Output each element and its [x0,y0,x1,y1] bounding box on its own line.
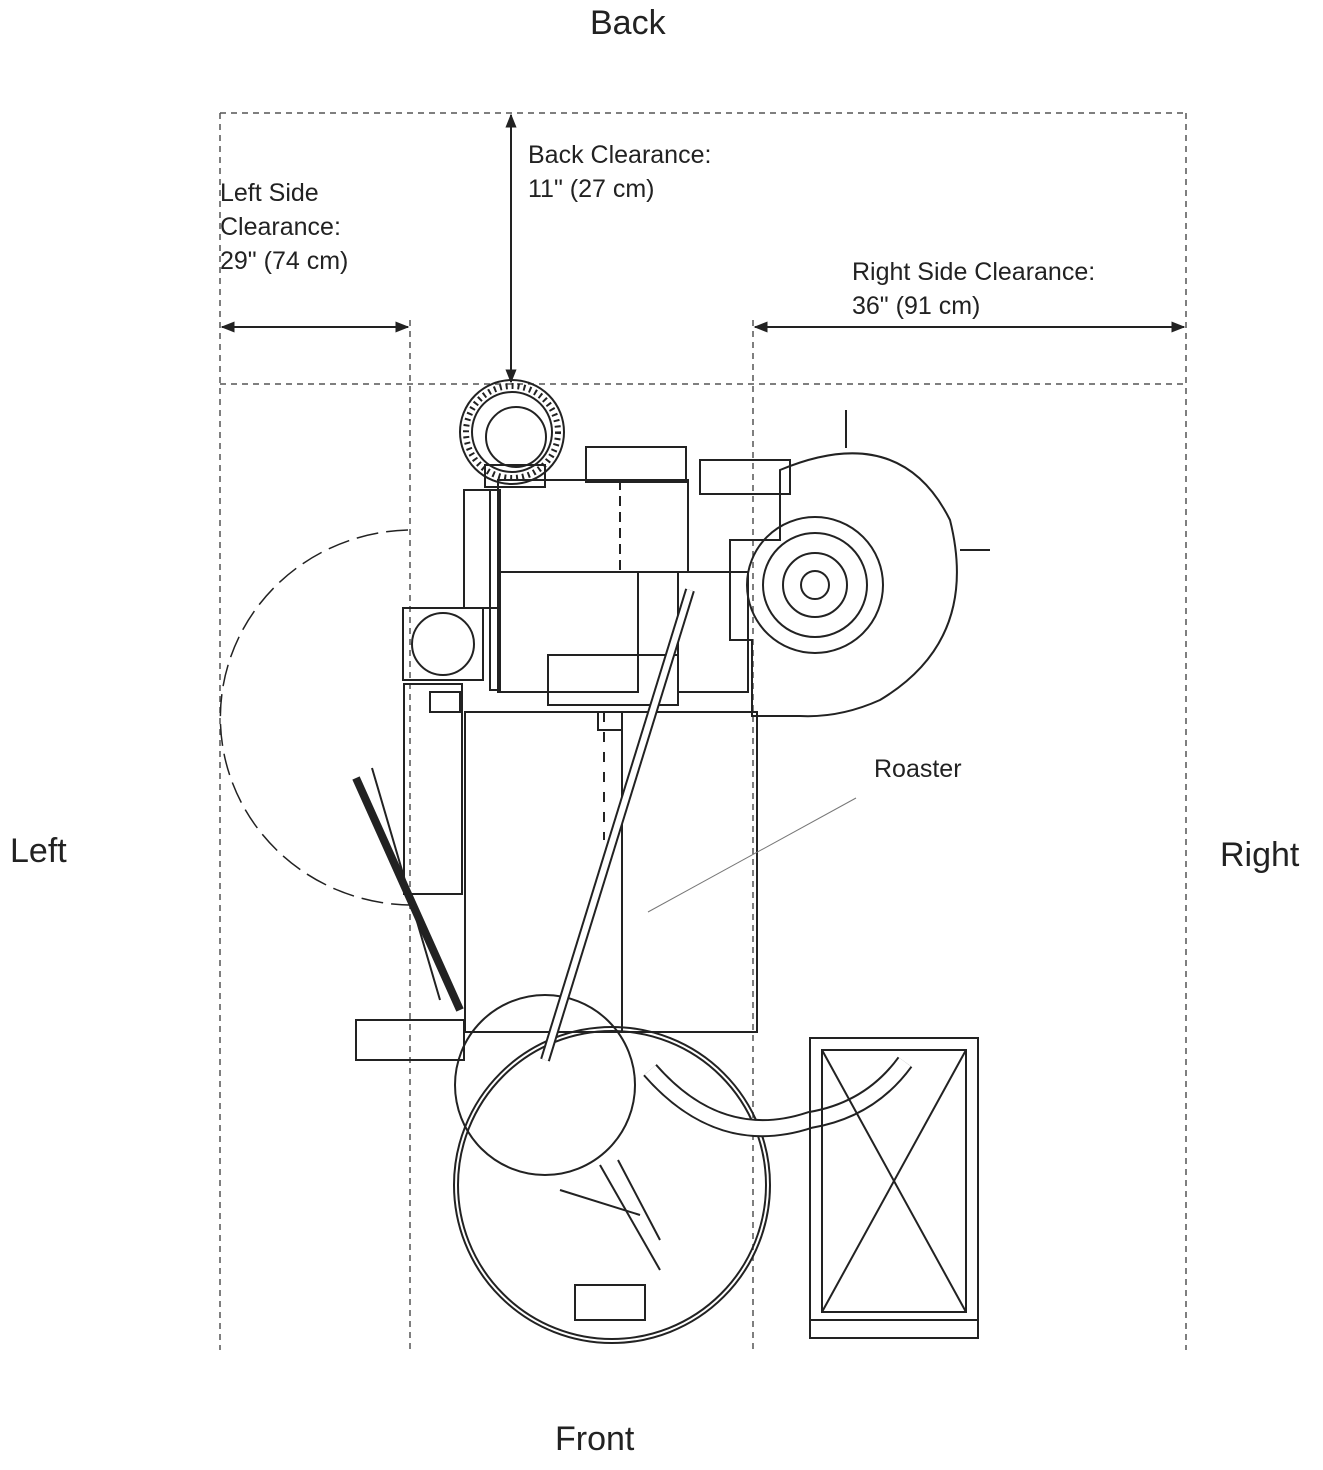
roaster-drum [464,711,758,1033]
back-clearance-label: Back Clearance: 11" (27 cm) [528,138,711,206]
right-clearance-value: 36" (91 cm) [852,292,981,320]
upper-housing [497,479,689,573]
dimension-arrows [220,113,1186,384]
cooling-tray [453,1026,771,1344]
door-swing-arc [219,529,419,906]
left-clearance-title-1: Left Side [220,179,319,207]
front-controls [355,1019,465,1061]
right-clearance-title: Right Side Clearance: [852,258,1096,286]
left-clearance-value: 29" (74 cm) [220,247,349,275]
left-clearance-label: Left Side Clearance: 29" (74 cm) [220,176,348,278]
left-label: Left [10,832,67,870]
front-label: Front [555,1420,635,1458]
back-clearance-value: 11" (27 cm) [528,175,655,203]
clearance-boundaries [219,112,1187,1350]
back-clearance-title: Back Clearance: [528,141,712,169]
back-blower-fan [459,379,565,488]
chaff-collector [809,1037,979,1339]
roast-lid [454,994,636,1176]
back-label: Back [590,4,666,42]
burner-assembly [729,410,990,718]
roaster-callout: Roaster [874,755,962,783]
right-clearance-label: Right Side Clearance: 36" (91 cm) [852,255,1095,323]
right-label: Right [1220,836,1300,874]
left-side-box [402,607,484,681]
roaster-leader [647,797,857,913]
left-clearance-title-2: Clearance: [220,213,341,241]
roaster-machine [219,379,990,1344]
